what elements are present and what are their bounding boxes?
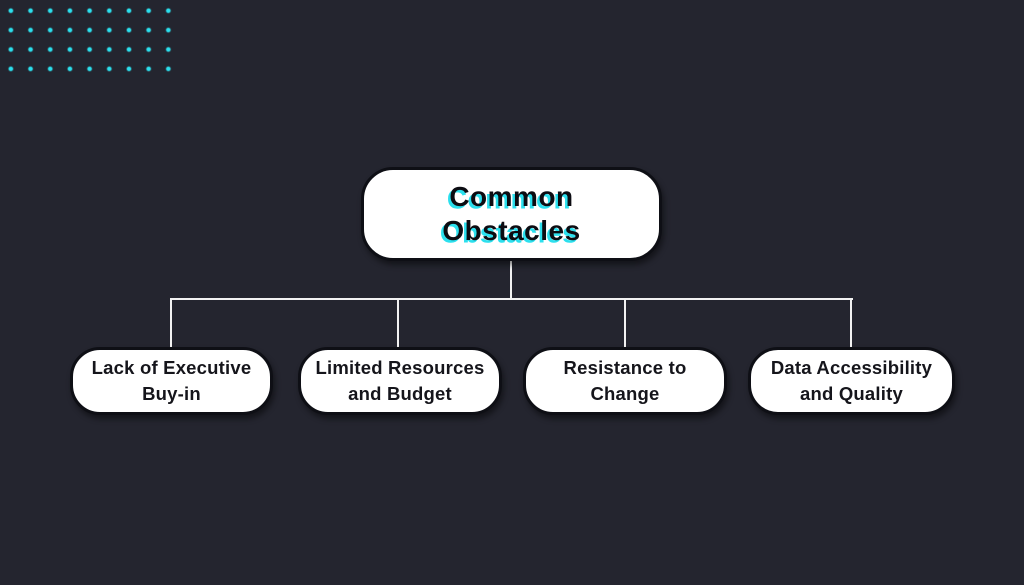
child-node-label: Limited Resources and Budget <box>315 357 485 404</box>
connector-drop-4 <box>850 298 852 348</box>
connector-root-stem <box>510 261 512 300</box>
child-node-label: Data Accessibility and Quality <box>770 357 933 404</box>
child-node-label: Resistance to Change <box>563 357 687 404</box>
connector-drop-2 <box>397 298 399 348</box>
child-node-label: Lack of Executive Buy-in <box>91 357 252 404</box>
child-node-executive-buy-in: Lack of Executive Buy-in <box>70 347 273 415</box>
child-node-resources-budget: Limited Resources and Budget <box>298 347 502 415</box>
dot-grid-decoration <box>1 1 179 79</box>
root-node-common-obstacles: Common Obstacles <box>361 167 662 261</box>
child-node-resistance-change: Resistance to Change <box>523 347 727 415</box>
connector-drop-3 <box>624 298 626 348</box>
connector-drop-1 <box>170 298 172 348</box>
root-node-label: Common Obstacles <box>442 181 581 246</box>
connector-horizontal-bar <box>170 298 853 300</box>
child-node-data-accessibility: Data Accessibility and Quality <box>748 347 955 415</box>
